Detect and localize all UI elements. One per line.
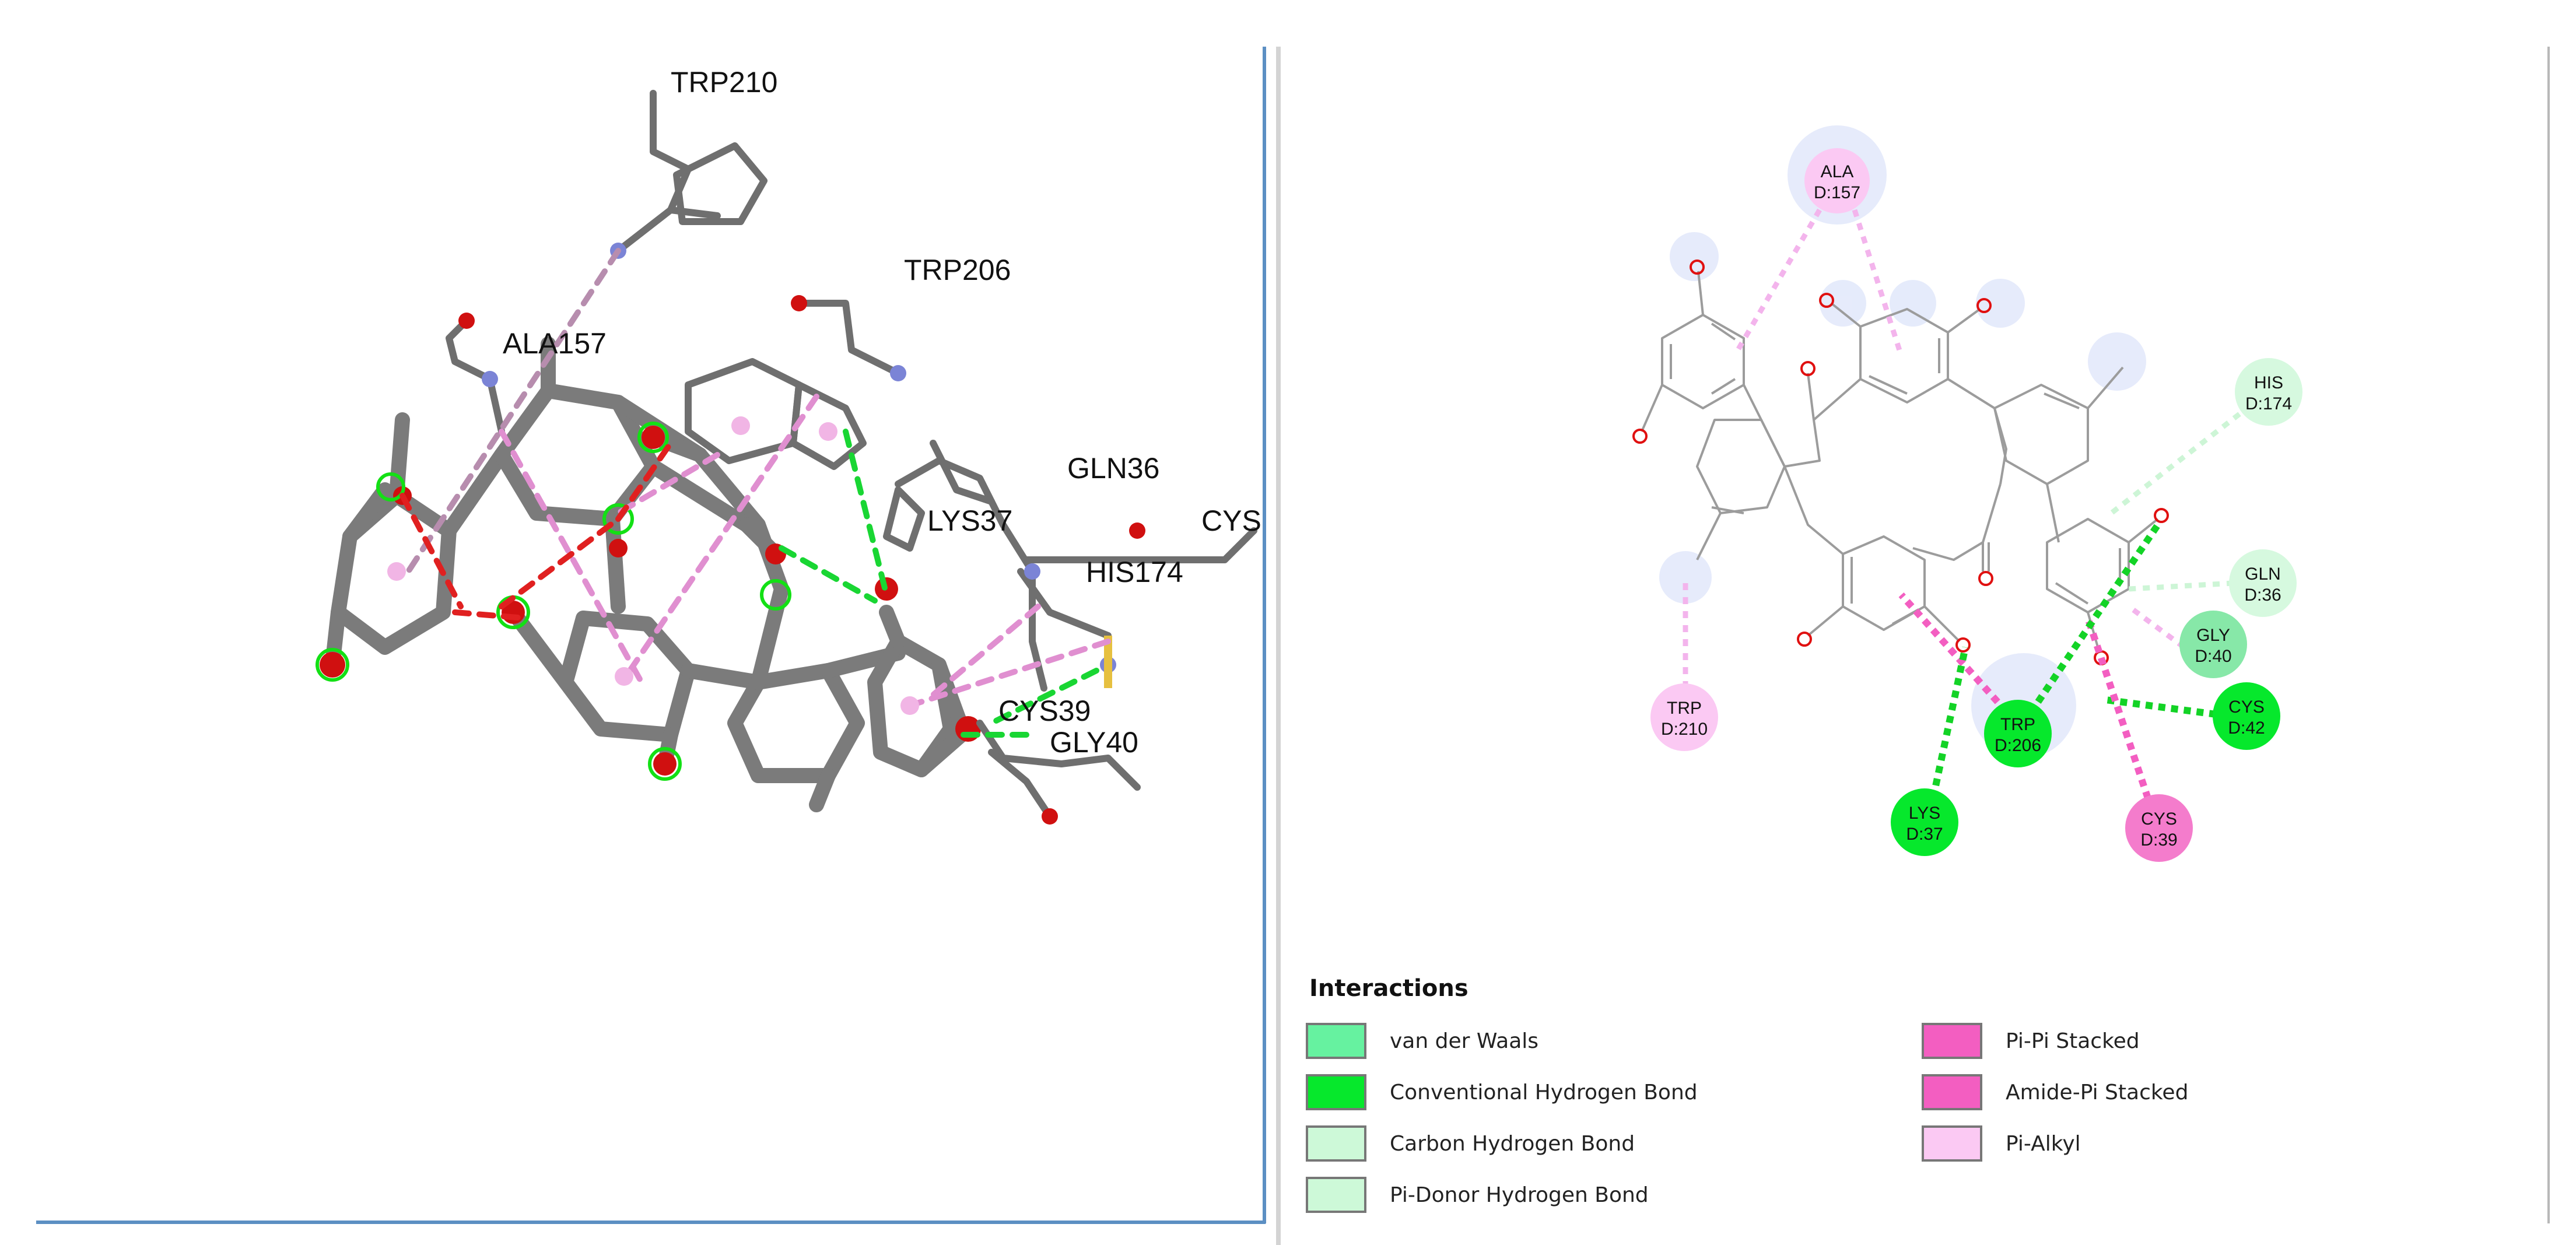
ia-lys37 [1927,646,1969,812]
legend-label: Carbon Hydrogen Bond [1390,1131,1635,1156]
residue-disk [2213,682,2280,750]
residue-name: CYS [2141,809,2177,829]
interaction-lines-3d [399,248,1111,738]
residue-name: CYS [2228,697,2265,717]
panel-2d-diagram: ALA D:157 HIS D:174 GLN D:36 GLY D:40 CY… [1632,47,2550,1223]
residue-number: D:174 [2245,394,2292,413]
residue-number: D:157 [1814,183,1860,202]
ia-ala157-a [1736,208,1822,352]
residue-name: GLY [2196,626,2230,645]
residue-name: LYS [1909,804,1940,823]
label-trp206: TRP206 [904,254,1011,286]
legend-item-carbon-hbond: Carbon Hydrogen Bond [1306,1124,1635,1163]
label-gly40: GLY40 [1050,726,1138,759]
residue-gly40[interactable]: GLY D:40 [2179,611,2247,678]
ia-trp206-hb [2021,522,2161,725]
interaction-lines-2d [1683,208,2241,812]
residue-number: D:210 [1661,720,1708,739]
residue-name: HIS [2254,373,2283,392]
residue-disk [1984,700,2052,767]
residue-disk [2179,611,2247,678]
residue-number: D:42 [2228,718,2265,738]
legend-swatch [1306,1074,1366,1110]
residue-disk [2229,549,2297,617]
residue-nodes: ALA D:157 HIS D:174 GLN D:36 GLY D:40 CY… [1650,148,2302,862]
label-ala157: ALA157 [503,327,607,360]
ia-his174 [2109,412,2241,515]
legend-label: Pi-Donor Hydrogen Bond [1390,1183,1649,1207]
legend-swatch [1306,1023,1366,1059]
legend-label: Amide-Pi Stacked [2006,1080,2189,1104]
residue-his174[interactable]: HIS D:174 [2235,358,2302,426]
residue-cys42[interactable]: CYS D:42 [2213,682,2280,750]
legend-swatch [1306,1177,1366,1213]
residue-disk [1650,683,1718,751]
legend-label: Pi-Pi Stacked [2006,1029,2140,1053]
ligand-2d [1641,271,2159,654]
residue-name: TRP [1667,699,1702,718]
residue-disk [2235,358,2302,426]
ia-cys42 [2105,696,2217,718]
ligand-sticks [325,336,976,812]
label-his174: HIS174 [1086,556,1183,588]
legend-swatch [1922,1023,1982,1059]
residue-cys39[interactable]: CYS D:39 [2125,794,2193,862]
residue-name: TRP [2000,715,2035,734]
residue-name: ALA [1821,162,1854,181]
legend-title: Interactions [1309,975,1469,1002]
solvent-halos [1659,125,2146,758]
ia-ala157-b [1852,209,1904,357]
ia-trp206-pi [1898,592,2009,714]
ia-gly40 [2127,604,2186,650]
label-gln36: GLN36 [1067,452,1159,485]
ia-gln36 [2128,580,2234,592]
legend-item-conventional-hbond: Conventional Hydrogen Bond [1306,1073,1698,1111]
legend-item-van-der-waals: van der Waals [1306,1022,1538,1060]
panel-3d-view: TRP210 TRP206 ALA157 GLN36 LYS37 CYS HIS… [36,47,1281,1245]
pi-centroids [387,416,919,715]
residue-number: D:206 [1995,736,2041,755]
residue-disk [2125,794,2193,862]
legend-item-pi-donor-hbond: Pi-Donor Hydrogen Bond [1306,1176,1649,1214]
legend-swatch [1922,1125,1982,1162]
label-lys37: LYS37 [927,504,1012,537]
legend-item-pi-pi-stacked: Pi-Pi Stacked [1922,1022,2140,1060]
protein-residues [446,90,1257,820]
residue-number: D:39 [2140,830,2177,850]
ia-cys39 [2084,617,2156,812]
residue-number: D:40 [2195,647,2231,666]
legend-swatch [1306,1125,1366,1162]
residue-disk [1891,788,1958,856]
legend-label: van der Waals [1390,1029,1539,1053]
legend-swatch [1922,1074,1982,1110]
residue-number: D:36 [2244,585,2281,605]
label-cys39: CYS39 [998,695,1091,727]
residue-disk [1804,148,1870,213]
label-cys: CYS [1201,504,1261,537]
label-trp210: TRP210 [671,66,777,99]
protein-heteroatoms [458,243,1145,825]
residue-name: GLN [2245,564,2281,584]
residue-trp206[interactable]: TRP D:206 [1984,700,2052,767]
legend-item-pi-alkyl: Pi-Alkyl [1922,1124,2081,1163]
residue-gln36[interactable]: GLN D:36 [2229,549,2297,617]
residue-ala157[interactable]: ALA D:157 [1804,148,1870,213]
legend-label: Conventional Hydrogen Bond [1390,1080,1698,1104]
residue-trp210[interactable]: TRP D:210 [1650,683,1718,751]
residue-number: D:37 [1906,825,1943,844]
legend-label: Pi-Alkyl [2006,1131,2081,1156]
legend-item-amide-pi-stacked: Amide-Pi Stacked [1922,1073,2188,1111]
interactions-legend: Interactions van der Waals Conventional … [1303,968,2528,1236]
residue-lys37[interactable]: LYS D:37 [1891,788,1958,856]
